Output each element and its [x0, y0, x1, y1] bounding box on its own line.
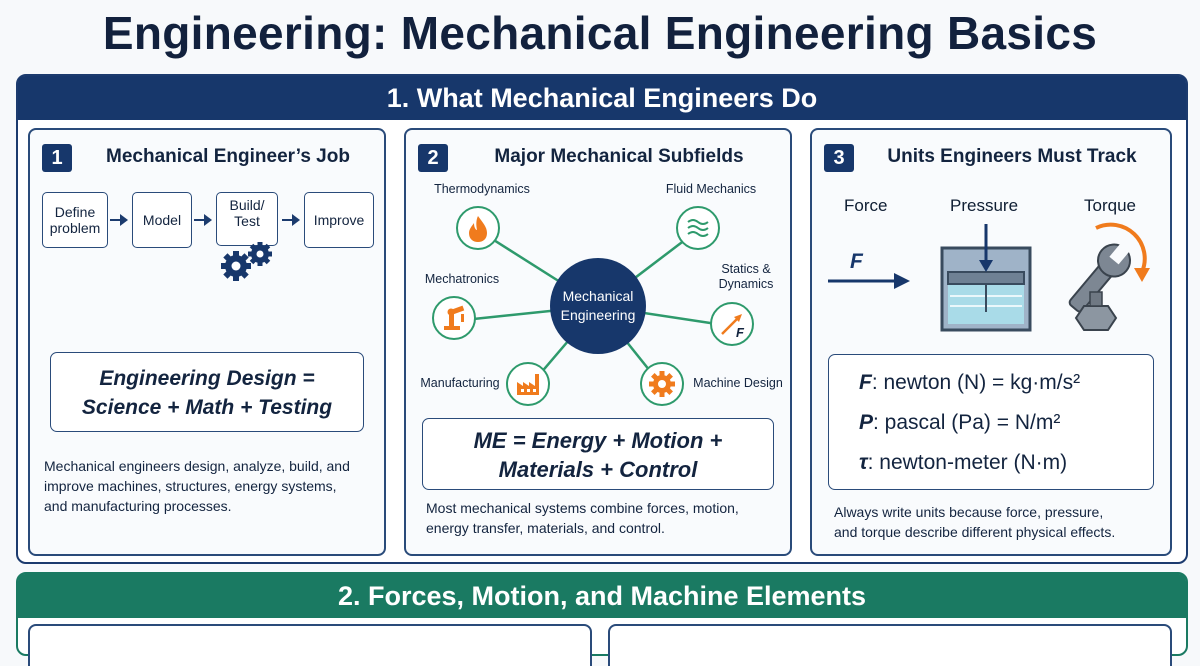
flow-step-label: Define — [54, 204, 96, 220]
label-torque: Torque — [1084, 196, 1136, 215]
panel-title: Mechanical Engineer’s Job — [106, 146, 350, 167]
label-force: Force — [844, 196, 888, 215]
formula-text: Science + Math + Testing — [81, 396, 333, 419]
force-letter: F — [736, 325, 745, 340]
flow-step-label: problem — [49, 220, 101, 236]
me-formula-box: ME = Energy + Motion + Materials + Contr… — [422, 418, 774, 490]
wrench-torque-icon — [1068, 222, 1150, 331]
desc-line: improve machines, structures, energy sys… — [44, 478, 337, 494]
panel-title: Major Mechanical Subfields — [494, 146, 744, 167]
flow-step-model: Model — [132, 192, 192, 248]
center-node-label: Engineering — [560, 307, 636, 323]
node-label-thermodynamics: Thermodynamics — [434, 182, 530, 196]
flow-step-build-test: Build/Test — [216, 192, 278, 246]
node-label-mechatronics: Mechatronics — [424, 272, 500, 286]
force-arrow-icon — [828, 273, 910, 289]
formula-text: Materials + Control — [498, 457, 698, 482]
units-box: F: newton (N) = kg·m/s² P: pascal (Pa) =… — [828, 354, 1154, 490]
force-vector-icon: F — [710, 302, 754, 346]
section2-panel-left — [28, 624, 592, 666]
node-label-fluid-mechanics: Fluid Mechanics — [665, 182, 757, 196]
unit-symbol: P — [859, 411, 874, 434]
node-label-line: Statics & — [721, 262, 771, 276]
gears-icon — [221, 242, 272, 281]
flow-step-improve: Improve — [304, 192, 374, 248]
waves-icon — [676, 206, 720, 250]
section-heading: 1. What Mechanical Engineers Do — [18, 76, 1186, 120]
desc-line: and manufacturing processes. — [44, 498, 232, 514]
node-label-line: Dynamics — [718, 277, 774, 291]
page-title: Engineering: Mechanical Engineering Basi… — [102, 7, 1098, 59]
unit-force: F: newton (N) = kg·m/s² — [859, 371, 1080, 395]
center-node-label: Mechanical — [562, 288, 634, 304]
design-formula-box: Engineering Design = Science + Math + Te… — [50, 352, 364, 432]
section-forces-motion: 2. Forces, Motion, and Machine Elements — [16, 572, 1188, 666]
formula-text: ME = Energy + Motion + — [473, 428, 723, 453]
desc-line: energy transfer, materials, and control. — [426, 520, 665, 536]
section2-panel-right — [608, 624, 1172, 666]
robot-arm-icon — [432, 296, 476, 340]
desc-line: Most mechanical systems combine forces, … — [426, 500, 739, 516]
section-what-engineers-do: 1. What Mechanical Engineers Do 1 Mechan… — [16, 74, 1188, 564]
pressure-piston-icon — [940, 224, 1032, 332]
force-symbol: F — [850, 250, 863, 273]
unit-symbol: F — [859, 371, 872, 394]
label-pressure: Pressure — [950, 196, 1019, 215]
unit-symbol: τ — [859, 451, 868, 474]
unit-torque: τ: newton-meter (N·m) — [859, 451, 1067, 475]
flow-step-label: Model — [142, 212, 182, 228]
panel-description: Mechanical engineers design, analyze, bu… — [44, 456, 350, 516]
panel-units: 3 Units Engineers Must Track Force Press… — [810, 128, 1172, 556]
desc-line: and torque describe different physical e… — [834, 524, 1116, 540]
flow-arrow — [110, 214, 128, 226]
desc-line: Mechanical engineers design, analyze, bu… — [44, 458, 350, 474]
panel-description: Most mechanical systems combine forces, … — [426, 498, 739, 538]
node-label-machine-design: Machine Design — [693, 376, 783, 390]
flow-step-label: Test — [234, 213, 260, 229]
node-label-manufacturing: Manufacturing — [420, 376, 500, 390]
unit-definition: : newton-meter (N·m) — [867, 451, 1068, 474]
flow-arrow — [282, 214, 300, 226]
flow-arrow — [194, 214, 212, 226]
unit-pressure: P: pascal (Pa) = N/m² — [859, 411, 1060, 435]
formula-text: Engineering Design = — [99, 367, 315, 390]
flow-step-label: Build/ — [229, 197, 265, 213]
panel-badge: 2 — [418, 144, 448, 172]
panel-title: Units Engineers Must Track — [887, 146, 1137, 167]
factory-icon — [506, 362, 550, 406]
unit-definition: : pascal (Pa) = N/m² — [873, 411, 1061, 434]
gear-icon — [640, 362, 684, 406]
node-label-statics-dynamics: Statics & Dynamics — [706, 262, 786, 292]
unit-definition: : newton (N) = kg·m/s² — [871, 371, 1081, 394]
section-heading: 2. Forces, Motion, and Machine Elements — [18, 574, 1186, 618]
panel-badge: 1 — [42, 144, 72, 172]
flow-step-label: Improve — [313, 212, 365, 228]
panel-badge: 3 — [824, 144, 854, 172]
flame-icon — [456, 206, 500, 250]
panel-description: Always write units because force, pressu… — [834, 502, 1115, 542]
desc-line: Always write units because force, pressu… — [834, 504, 1104, 520]
